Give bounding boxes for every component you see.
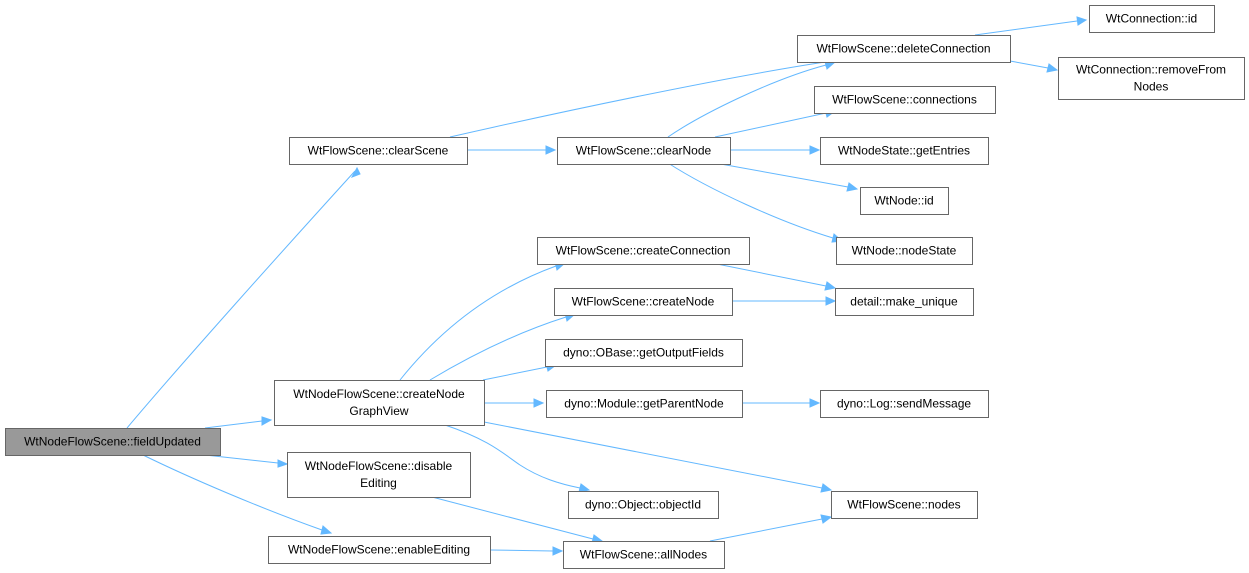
node-box xyxy=(274,380,485,426)
node-getoutputfields[interactable]: dyno::OBase::getOutputFields xyxy=(545,339,743,367)
node-box xyxy=(835,288,974,316)
node-label: WtNodeFlowScene::enableEditing xyxy=(288,543,470,557)
node-enableediting[interactable]: WtNodeFlowScene::enableEditing xyxy=(268,536,491,564)
node-box xyxy=(289,137,468,165)
node-label: WtNodeFlowScene::fieldUpdated xyxy=(24,435,201,449)
nodes: WtNodeFlowScene::fieldUpdated WtFlowScen… xyxy=(5,5,1245,569)
node-label: WtFlowScene::clearNode xyxy=(576,144,712,158)
node-deleteconnection[interactable]: WtFlowScene::deleteConnection xyxy=(797,35,1011,63)
edge-createnodegraphview-objectid xyxy=(444,424,591,493)
node-box xyxy=(831,491,978,519)
node-label: GraphView xyxy=(349,404,408,418)
edge-clearscene-clearnode xyxy=(467,145,557,155)
node-createnode[interactable]: WtFlowScene::createNode xyxy=(554,288,733,316)
node-label: WtFlowScene::allNodes xyxy=(580,548,707,562)
node-fieldupdated[interactable]: WtNodeFlowScene::fieldUpdated xyxy=(5,428,221,456)
node-label: WtFlowScene::connections xyxy=(832,93,977,107)
node-box xyxy=(797,35,1011,63)
edge-createnodegraphview-getparentnode xyxy=(484,398,545,408)
edge-enableediting-allnodes xyxy=(489,546,564,556)
node-clearscene[interactable]: WtFlowScene::clearScene xyxy=(289,137,468,165)
node-sendmessage[interactable]: dyno::Log::sendMessage xyxy=(820,390,989,418)
node-box xyxy=(537,237,750,265)
node-label: WtFlowScene::nodes xyxy=(847,498,960,512)
edge-createnodegraphview-createconnection xyxy=(399,261,567,381)
node-box xyxy=(820,137,989,165)
node-box xyxy=(287,452,471,498)
node-getparentnode[interactable]: dyno::Module::getParentNode xyxy=(546,390,743,418)
node-label: WtFlowScene::createNode xyxy=(572,295,715,309)
node-label: detail::make_unique xyxy=(850,295,958,309)
edge-clearnode-nodeid xyxy=(714,162,859,192)
node-box xyxy=(5,428,221,456)
edge-deleteconnection-connectionid xyxy=(974,16,1088,36)
edge-getparentnode-sendmessage xyxy=(742,398,821,408)
node-clearnode[interactable]: WtFlowScene::clearNode xyxy=(557,137,731,165)
node-label: WtFlowScene::deleteConnection xyxy=(816,42,990,56)
edge-createnode-makeunique xyxy=(732,296,837,306)
node-label: dyno::Module::getParentNode xyxy=(564,397,724,411)
node-box xyxy=(554,288,733,316)
edge-deleteconnection-removefromnodes xyxy=(1009,60,1059,73)
node-label: WtNodeFlowScene::disable xyxy=(305,459,453,473)
node-allnodes[interactable]: WtFlowScene::allNodes xyxy=(563,541,725,569)
node-label: Editing xyxy=(360,476,397,490)
node-createconnection[interactable]: WtFlowScene::createConnection xyxy=(537,237,750,265)
node-box xyxy=(563,541,725,569)
node-box xyxy=(268,536,491,564)
node-label: WtFlowScene::clearScene xyxy=(308,144,449,158)
node-box xyxy=(557,137,731,165)
node-label: Nodes xyxy=(1134,80,1169,94)
node-label: dyno::OBase::getOutputFields xyxy=(563,346,724,360)
edge-fieldupdated-clearscene xyxy=(126,166,361,429)
node-label: WtNodeState::getEntries xyxy=(838,144,970,158)
edge-fieldupdated-disableediting xyxy=(204,454,289,468)
edge-clearscene-deleteconnection xyxy=(449,57,836,138)
node-getentries[interactable]: WtNodeState::getEntries xyxy=(820,137,989,165)
edge-clearnode-nodestate xyxy=(667,162,844,243)
node-connections[interactable]: WtFlowScene::connections xyxy=(814,86,996,114)
edge-createnodegraphview-nodes xyxy=(483,421,833,493)
node-box xyxy=(860,187,949,215)
node-label: WtFlowScene::createConnection xyxy=(556,244,731,258)
node-label: WtConnection::removeFrom xyxy=(1076,63,1226,77)
node-label: WtNodeFlowScene::createNode xyxy=(293,387,465,401)
edges xyxy=(126,16,1088,556)
edge-allnodes-nodes xyxy=(709,514,833,542)
node-wtnode-id[interactable]: WtNode::id xyxy=(860,187,949,215)
node-label: WtConnection::id xyxy=(1106,12,1197,26)
node-nodestate[interactable]: WtNode::nodeState xyxy=(836,237,973,265)
edge-clearnode-deleteconnection xyxy=(667,60,837,138)
node-box xyxy=(545,339,743,367)
edge-fieldupdated-createnodegraphview xyxy=(204,416,273,429)
node-wtconnection-id[interactable]: WtConnection::id xyxy=(1089,5,1215,33)
edge-clearnode-getentries xyxy=(730,145,821,155)
node-box xyxy=(1058,57,1245,100)
node-makeunique[interactable]: detail::make_unique xyxy=(835,288,974,316)
node-box xyxy=(814,86,996,114)
node-box xyxy=(1089,5,1215,33)
node-nodes[interactable]: WtFlowScene::nodes xyxy=(831,491,978,519)
node-label: WtNode::nodeState xyxy=(852,244,957,258)
node-box xyxy=(546,390,743,418)
edge-fieldupdated-enableediting xyxy=(142,454,333,535)
node-box xyxy=(820,390,989,418)
node-label: dyno::Object::objectId xyxy=(585,498,701,512)
edge-createconnection-makeunique xyxy=(711,262,837,291)
node-objectid[interactable]: dyno::Object::objectId xyxy=(568,491,719,519)
node-box xyxy=(836,237,973,265)
node-label: dyno::Log::sendMessage xyxy=(837,397,971,411)
node-label: WtNode::id xyxy=(874,194,933,208)
node-box xyxy=(568,491,719,519)
